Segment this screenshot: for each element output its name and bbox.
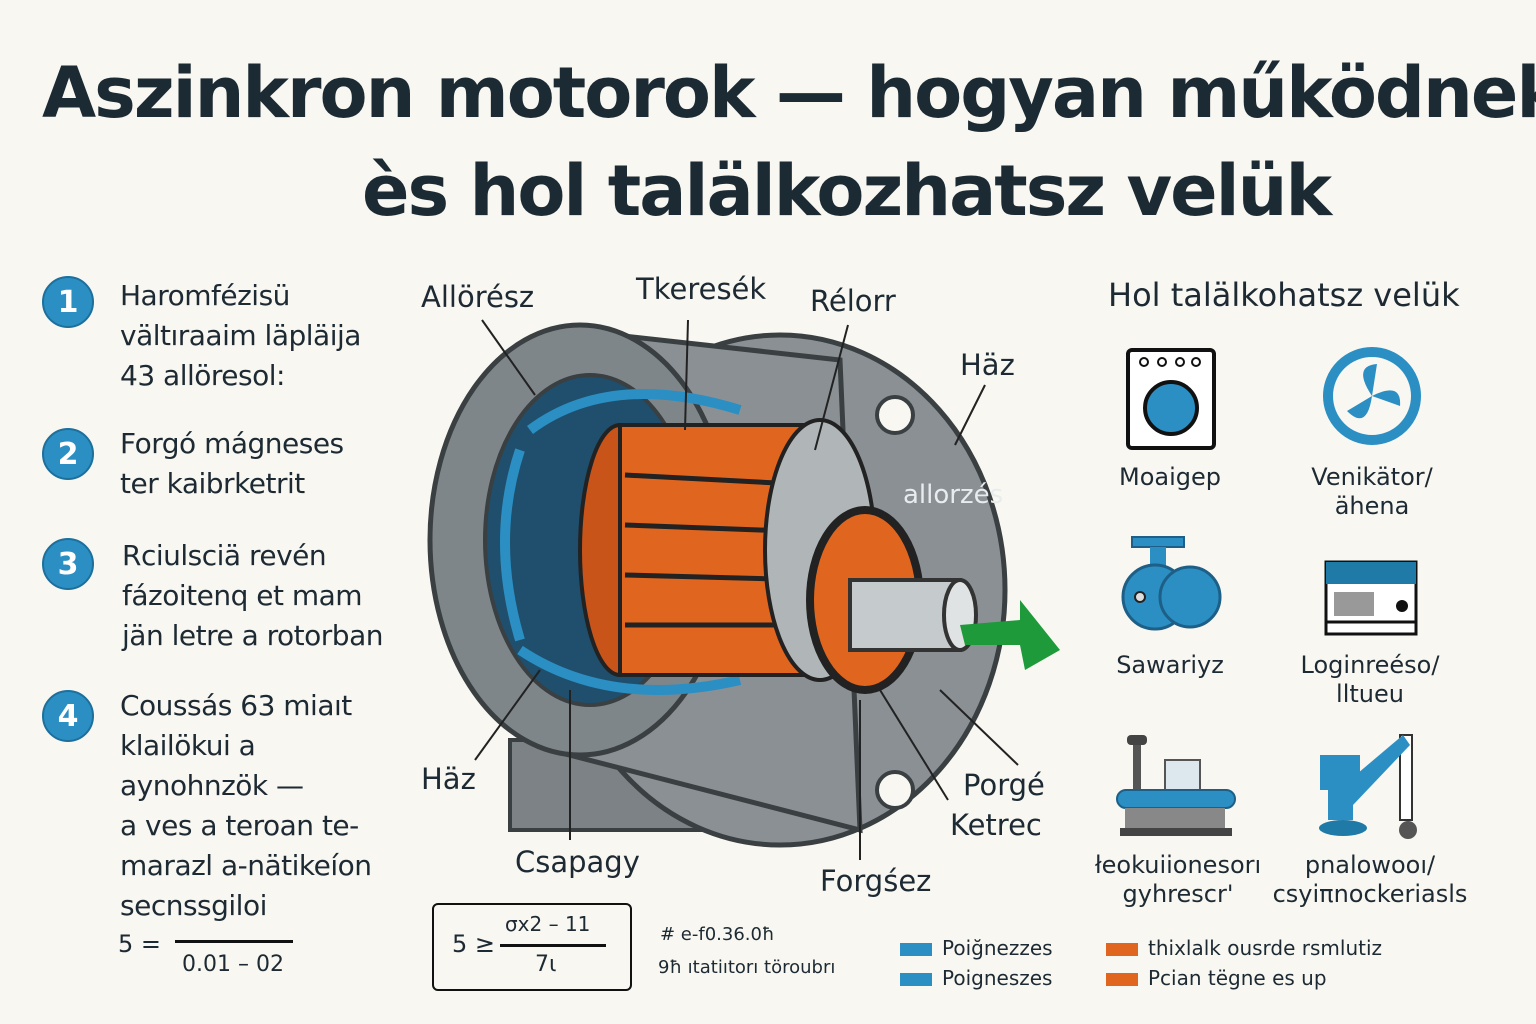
label-allorez-inner: allorzés xyxy=(903,480,1004,510)
legend-item-4: Pcian tëgne es up xyxy=(1106,966,1327,990)
formula-note-1: # e-f0.36.0ħ xyxy=(660,924,775,945)
legend-swatch xyxy=(900,943,932,956)
washing-machine-icon xyxy=(1126,348,1216,450)
use-label-fan: Venikätor/ ähena xyxy=(1311,463,1433,520)
legend-item-3: thixlalk ousrde rsmlutiz xyxy=(1106,936,1382,960)
title-line-2: ès hol talälkozhatsz velük xyxy=(362,150,1332,232)
crane-icon xyxy=(1319,734,1417,839)
step-3-text: Rciulsciä revén fázoitenq et mam jän let… xyxy=(122,539,383,652)
formula-left-lhs: 5 = xyxy=(118,930,162,958)
machine-tool-icon xyxy=(1116,735,1236,836)
use-label-machine-tool: łeokuiionesorı gyhrescr' xyxy=(1094,851,1262,908)
label-rotor: Rélorr xyxy=(810,284,896,318)
formula-box xyxy=(432,903,632,991)
label-haz-top: Häz xyxy=(960,348,1015,382)
legend-item-1: Poiğnezzes xyxy=(900,936,1053,960)
legend-label: Pcian tëgne es up xyxy=(1148,966,1327,990)
legend-swatch xyxy=(900,973,932,986)
legend-label: Poigneszes xyxy=(942,966,1053,990)
formula-box-fraction-bar xyxy=(500,944,606,947)
legend-swatch xyxy=(1106,973,1138,986)
label-allorez: Allörész xyxy=(421,280,535,314)
label-ketrec: Ketrec xyxy=(950,808,1042,842)
step-1-badge: 1 xyxy=(42,276,94,328)
label-forgesz: Forgśez xyxy=(820,864,932,898)
stator-field xyxy=(500,389,742,695)
rotation-arrow xyxy=(960,600,1060,670)
title-line-1: Aszinkron motorok — hogyan működnek xyxy=(42,52,1536,134)
use-label-air-conditioner: Loginreéso/ lltueu xyxy=(1300,651,1440,708)
label-tekercsek: Tkeresék xyxy=(636,272,767,306)
formula-box-lhs: 5 ≥ xyxy=(452,930,496,958)
legend-item-2: Poigneszes xyxy=(900,966,1052,990)
use-label-pump: Sawariyz xyxy=(1116,651,1224,679)
step-4-text: Coussás 63 miaıt klailökui a aynohnzök —… xyxy=(120,689,372,922)
step-3-badge: 3 xyxy=(42,538,94,590)
formula-box-denominator: 7ι xyxy=(535,952,557,977)
shaft xyxy=(848,578,978,652)
step-2-text: Forgó mágneses ter kaibrketrit xyxy=(120,427,344,500)
pump-icon xyxy=(1121,536,1222,631)
step-4-badge: 4 xyxy=(42,690,94,742)
leader-lines xyxy=(474,319,1019,860)
motor-cutaway-diagram xyxy=(427,319,1060,860)
formula-note-2: 9ħ ıtatiıtorı töroubrı xyxy=(658,957,836,978)
fan-icon xyxy=(1323,347,1421,445)
uses-heading: Hol talälkohatsz velük xyxy=(1108,276,1460,314)
legend-label: thixlalk ousrde rsmlutiz xyxy=(1148,936,1383,960)
air-conditioner-icon xyxy=(1324,560,1418,636)
legend-label: Poiğnezzes xyxy=(942,936,1053,960)
label-porge: Porgé xyxy=(963,768,1045,802)
label-haz-bottom: Häz xyxy=(421,762,476,796)
label-csapagy: Csapagy xyxy=(515,845,640,879)
step-1-text: Haromfézisü vältıraaim läpläija 43 allör… xyxy=(120,279,361,392)
step-2-badge: 2 xyxy=(42,428,94,480)
formula-left-denominator: 0.01 – 02 xyxy=(182,952,284,977)
formula-left-fraction-bar xyxy=(175,940,293,943)
use-label-washing-machine: Moaigep xyxy=(1119,463,1221,491)
legend-swatch xyxy=(1106,943,1138,956)
use-label-crane: pnalowooı/ csyiπnockeriasls xyxy=(1272,851,1468,908)
formula-box-numerator: σx2 – 11 xyxy=(505,912,591,936)
